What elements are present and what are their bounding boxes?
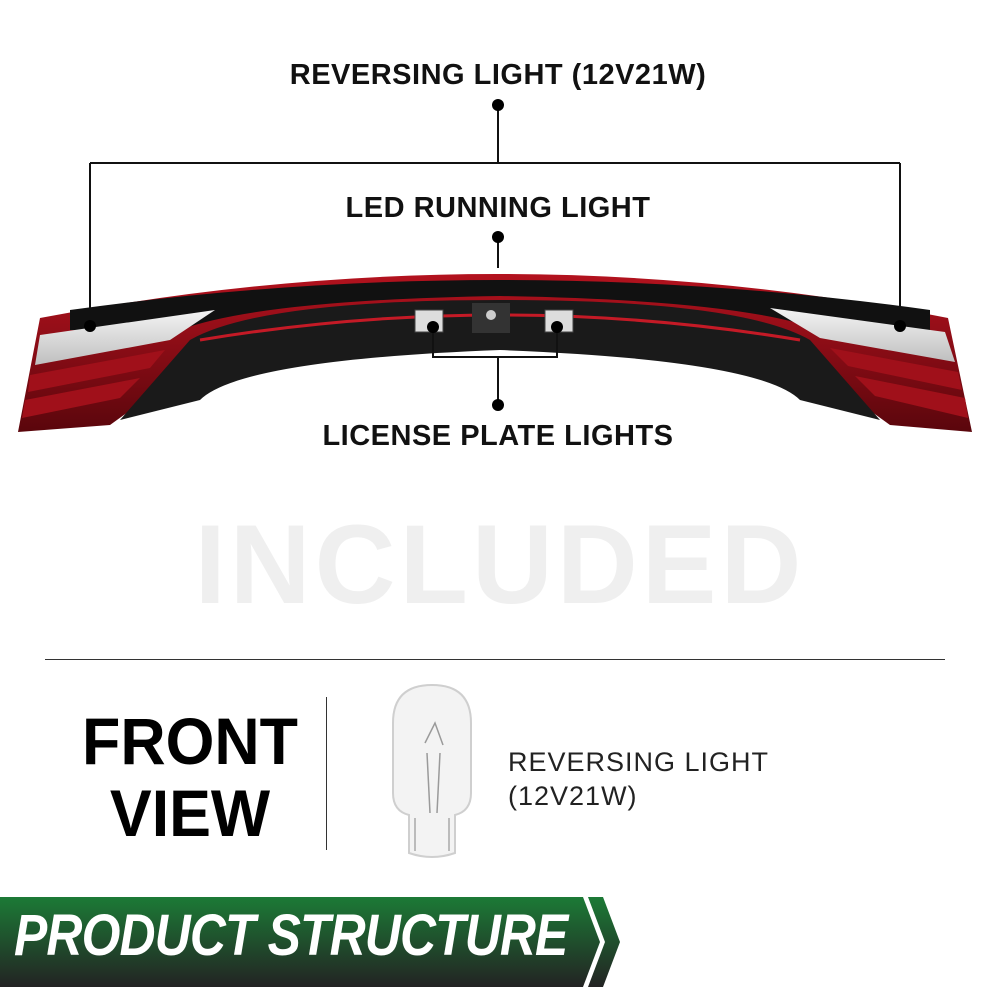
section-divider (45, 659, 945, 660)
vertical-divider (326, 697, 327, 850)
center-black-panel (70, 280, 930, 330)
center-garnish (120, 300, 880, 420)
product-structure-banner (0, 897, 620, 987)
left-reversing-lens (35, 310, 215, 365)
bulb-line2: (12V21W) (508, 781, 638, 811)
right-reversing-lens (770, 308, 955, 362)
front-view-heading: FRONT VIEW (67, 705, 314, 849)
callout-lines (89, 105, 901, 405)
callout-dots (84, 99, 906, 411)
included-watermark: INCLUDED (194, 502, 806, 627)
tail-light-bar-illustration (18, 99, 972, 432)
front-view-line2: VIEW (109, 776, 271, 850)
bulb-line1: REVERSING LIGHT (508, 747, 770, 777)
light-bar-body (18, 274, 972, 432)
license-plate-lights-label: LICENSE PLATE LIGHTS (322, 420, 674, 452)
bulb-description: REVERSING LIGHT (12V21W) (508, 745, 769, 813)
reversing-light-label: REVERSING LIGHT (12V21W) (289, 59, 707, 91)
banner-title: PRODUCT STRUCTURE (14, 903, 568, 968)
front-view-line1: FRONT (82, 704, 298, 778)
led-running-light-label: LED RUNNING LIGHT (345, 192, 651, 224)
bulb-image (392, 683, 472, 858)
